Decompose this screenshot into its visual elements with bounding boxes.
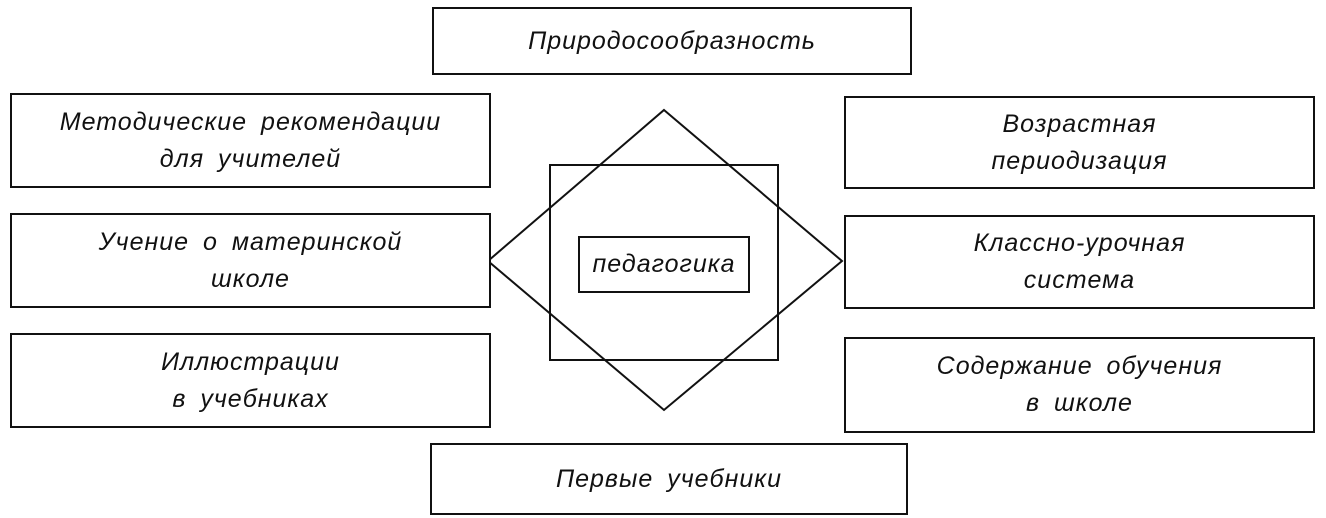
right-box-label: Содержание обучения в школе xyxy=(936,352,1223,417)
left-box-uchenie-o-materinskoy-shkole: Учение о материнской школе xyxy=(10,213,491,308)
right-box-vozrastnaya-periodizatsiya: Возрастная периодизация xyxy=(844,96,1315,189)
bottom-box-label: Первые учебники xyxy=(556,464,782,493)
left-box-label: Иллюстрации в учебниках xyxy=(161,347,340,413)
left-box-label: Методические рекомендации для учителей xyxy=(59,107,442,173)
top-box-prirodosoobraznost: Природосообразность xyxy=(432,7,912,75)
right-box-label: Возрастная периодизация xyxy=(991,109,1168,175)
right-box-klassno-urochnaya-sistema: Классно-урочная система xyxy=(844,215,1315,309)
left-box-label: Учение о материнской школе xyxy=(98,227,403,293)
bottom-box-pervye-uchebniki: Первые учебники xyxy=(430,443,908,515)
center-label: педагогика xyxy=(592,250,736,278)
center-box-pedagogika: педагогика xyxy=(578,236,750,293)
right-box-soderzhanie-obucheniya: Содержание обучения в школе xyxy=(844,337,1315,433)
left-box-metodicheskie-rekomendatsii: Методические рекомендации для учителей xyxy=(10,93,491,188)
top-box-label: Природосообразность xyxy=(528,26,816,55)
right-box-label: Классно-урочная система xyxy=(973,229,1186,294)
left-box-illyustratsii: Иллюстрации в учебниках xyxy=(10,333,491,428)
